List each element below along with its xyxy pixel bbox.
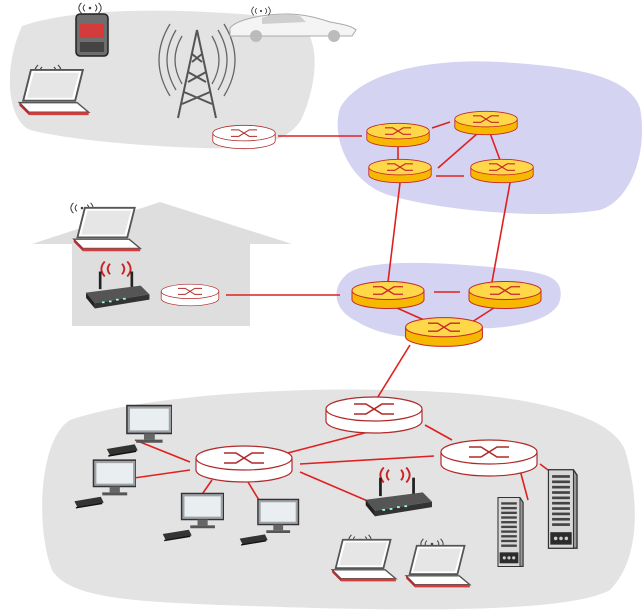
regional-isp-router-3: [404, 316, 484, 348]
phone-icon: [75, 2, 109, 57]
server-icon-1: [497, 496, 524, 568]
enterprise-router-left: [195, 445, 293, 483]
enterprise-laptop-icon-1: [331, 534, 397, 583]
enterprise-router-top: [325, 396, 423, 434]
global-isp-router-4: [470, 158, 534, 184]
home-laptop-icon: [70, 202, 142, 253]
mobile-edge-router: [212, 124, 276, 150]
global-isp-router-3: [368, 158, 432, 184]
car-icon: [229, 6, 357, 42]
global-isp-router-2: [454, 110, 518, 136]
regional-isp-router-1: [351, 280, 425, 310]
mobile-laptop-icon: [18, 64, 90, 117]
home-router: [160, 283, 220, 307]
cell-tower-icon: [158, 23, 236, 119]
regional-isp-router-2: [468, 280, 542, 310]
home-network-region: [32, 202, 292, 326]
network-links: [119, 121, 549, 511]
enterprise-router-right: [440, 439, 538, 477]
global-isp-router-1: [366, 122, 430, 148]
server-icon-2: [547, 468, 578, 550]
